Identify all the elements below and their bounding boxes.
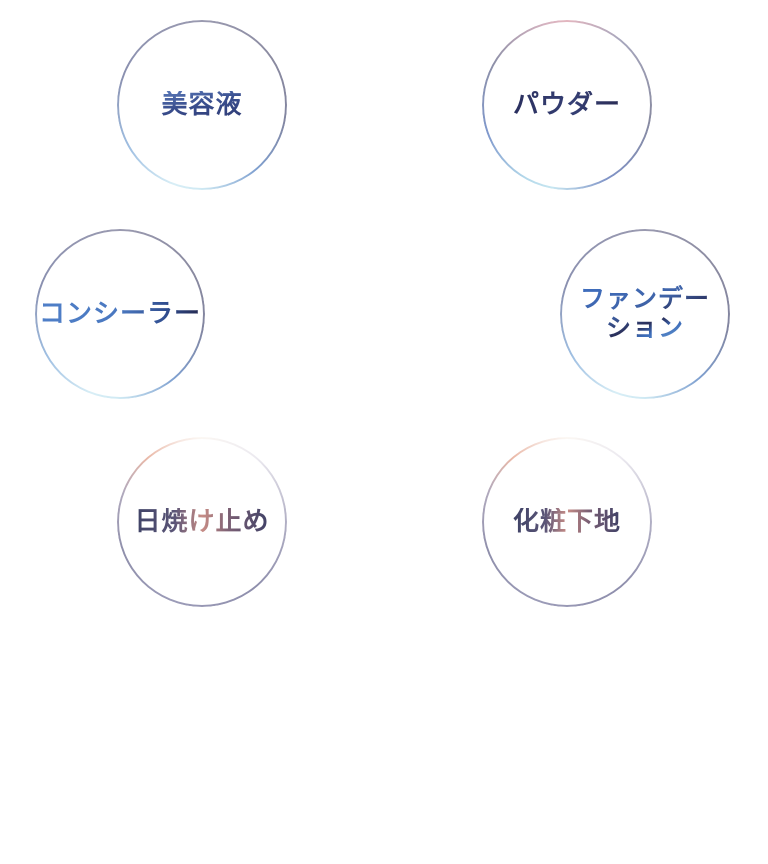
category-link-foundation[interactable]: ファンデー ション [560,229,730,399]
category-link-makeup-base[interactable]: 化粧下地 [482,437,652,607]
category-label: 日焼け止め [134,506,270,537]
category-label: 美容液 [161,89,243,120]
category-label: ファンデー ション [579,284,710,342]
category-label: 化粧下地 [512,506,621,537]
category-link-serum[interactable]: 美容液 [117,20,287,190]
category-link-powder[interactable]: パウダー [482,20,652,190]
category-label: パウダー [512,89,621,120]
category-label: コンシーラー [38,298,201,329]
category-link-concealer[interactable]: コンシーラー [35,229,205,399]
category-link-sunscreen[interactable]: 日焼け止め [117,437,287,607]
